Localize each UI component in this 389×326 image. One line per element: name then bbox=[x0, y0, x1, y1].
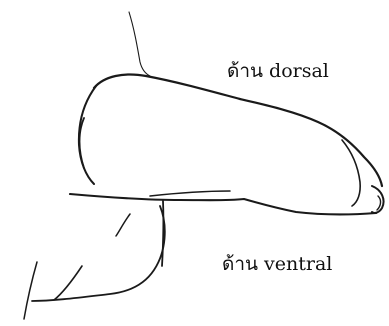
back-edge bbox=[79, 86, 96, 184]
dorsal-contour bbox=[94, 75, 382, 187]
ventral-contour bbox=[70, 194, 376, 214]
left-stroke bbox=[24, 262, 37, 319]
lower-loop bbox=[32, 206, 165, 301]
underside-line bbox=[150, 191, 230, 196]
diagonal-stroke bbox=[54, 266, 82, 300]
loop-tick bbox=[116, 214, 130, 236]
nose-tip-inner bbox=[377, 196, 381, 210]
neck-line bbox=[129, 12, 150, 76]
dorsal-label: ด้าน dorsal bbox=[227, 62, 329, 81]
ventral-label: ด้าน ventral bbox=[222, 255, 332, 274]
